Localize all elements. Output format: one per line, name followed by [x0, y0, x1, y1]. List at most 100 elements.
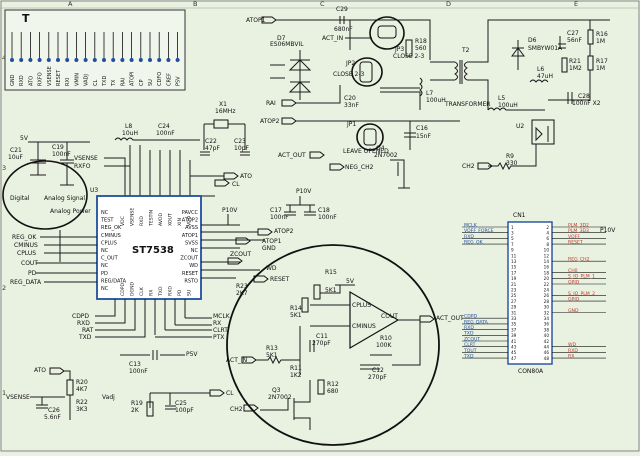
r17-value: 1M [596, 65, 605, 72]
c11-ref: C11 [316, 333, 328, 340]
cn1-pin-number-right: 34 [544, 316, 550, 321]
cn1-left-signal: TXD [463, 331, 474, 337]
filter-highlight-circle [226, 244, 440, 446]
c27-value: 56nF [567, 37, 582, 44]
vsense-label-bottom: VSENSE [6, 394, 30, 401]
r19-ref: R19 [131, 400, 143, 407]
connector-title: T [22, 12, 30, 25]
act-out-label-b: ACT_OUT [436, 315, 464, 322]
c17-value: 100nF [270, 214, 289, 221]
d7-symbol [288, 50, 312, 100]
c13-ref: C13 [129, 361, 141, 368]
c20-wires [380, 87, 421, 110]
st7538-ic-body [96, 195, 202, 300]
act-in-label: ACT_IN [322, 35, 343, 42]
cn1-right-signal: VOFF [568, 234, 580, 240]
cn1-pin-number-right: 12 [544, 253, 550, 258]
opamp-wires [310, 304, 421, 366]
cn1-right-signal: S_IO_PLM_1 [568, 274, 595, 280]
cn1-left-signal: CDPD [464, 314, 478, 320]
cn1-pin-number-left: 21 [511, 282, 517, 287]
opamp-cminus-label: CMINUS [352, 323, 376, 330]
cn1-pin-number-left: 7 [511, 242, 514, 247]
q4-value: 2N7002 [374, 152, 398, 159]
connector-pin-label: PSV [176, 76, 182, 86]
q3-value: 2N7002 [268, 394, 292, 401]
connector-pin-label: ATO [28, 76, 34, 86]
border-col-c: C [320, 0, 325, 8]
cn1-pin-number-left: 9 [511, 248, 514, 253]
cn1-pin-number-left: 1 [511, 225, 514, 230]
r11-value: 1K2 [290, 372, 302, 379]
ic-top-pin-label: XOUT [168, 213, 174, 226]
d6-value: SMBYW01A [528, 45, 563, 52]
reg-ok-label: REG_OK [12, 234, 37, 241]
c26-ref: C26 [48, 407, 60, 414]
jp3-jumper [377, 25, 397, 39]
jp1-jumper [363, 128, 377, 146]
cl-label-bottom: CL [226, 390, 234, 397]
r23-ref: R23 [236, 283, 248, 290]
reset-label: RESET [270, 276, 290, 283]
cl-label-top: CL [232, 181, 240, 188]
v5-label-opamp: 5V [346, 278, 355, 285]
c24-ref: C24 [158, 123, 170, 130]
connector-pin-label: RESET [56, 69, 62, 86]
cn1-pin-number-right: 20 [544, 276, 550, 281]
cl-port-bottom [209, 389, 225, 397]
connector-pin-label: RAI [120, 78, 126, 86]
rxfo-label: RXFO [74, 163, 91, 170]
connector-pin-label: GND [10, 74, 16, 86]
c28-symbol [567, 92, 573, 104]
digital-ground-label: Digital [10, 195, 30, 202]
r21-ref: R21 [569, 58, 581, 65]
r12-symbol [317, 379, 325, 395]
cn1-pin-number-left: 29 [511, 305, 517, 310]
ic-right-pin-label: ATOP2 [182, 218, 198, 224]
pd-label: PD [28, 270, 37, 277]
cn1-left-signal: TOUT [463, 348, 477, 354]
c11-symbol [309, 340, 315, 352]
cn1-left-signal: REG_DATA [464, 319, 489, 325]
border-row-2: 2 [2, 284, 6, 292]
r15-ref: R15 [325, 269, 337, 276]
r22-ref: R22 [76, 399, 88, 406]
cn1-pin-number-left: 19 [511, 276, 517, 281]
atop1-port [261, 16, 277, 24]
atop2-port-ic [257, 228, 273, 236]
atop1-label: ATOP1 [246, 17, 266, 24]
r18-value: 560 [415, 45, 427, 52]
cn1-pin-number-right: 14 [544, 259, 550, 264]
pot-wires [30, 370, 71, 420]
cn1-pin-number-left: 3 [511, 231, 514, 236]
connector-pin-dot [129, 58, 134, 62]
r14-symbol [301, 297, 309, 313]
connector-pin-label: ATOPI [130, 71, 136, 86]
st7538-name: ST7538 [132, 245, 174, 256]
connector-pin-label: CL [93, 80, 99, 86]
cout-label: COUT [21, 260, 38, 267]
cn1-pin-number-right: 10 [544, 248, 550, 253]
reg-data-label: REG_DATA [10, 279, 42, 286]
c21-ref: C21 [10, 147, 22, 154]
r14-value: 5K1 [290, 312, 302, 319]
v5-label-left: 5V [20, 135, 29, 142]
r19-value: 2K [131, 407, 140, 414]
connector-pin-dot [157, 58, 162, 62]
d6-symbol [511, 40, 525, 70]
c27-symbol [558, 36, 566, 49]
cn1-pin-number-right: 4 [546, 231, 549, 236]
connector-pin-label: SU [148, 79, 154, 86]
c22-ref: C22 [205, 138, 217, 145]
r14-ref: R14 [290, 305, 302, 312]
ic-right-pin-label: RESET [182, 271, 199, 277]
c25-symbol [165, 405, 176, 410]
ic-left-pin-label: PD [101, 271, 108, 277]
border-col-b: B [193, 0, 197, 8]
ic-top-wires [104, 145, 224, 197]
cn1-right-signal: RESET [568, 240, 583, 246]
c23-value: 10pF [234, 145, 249, 152]
cn1-pin-number-left: 33 [511, 316, 517, 321]
r9-value: 330 [506, 160, 518, 167]
